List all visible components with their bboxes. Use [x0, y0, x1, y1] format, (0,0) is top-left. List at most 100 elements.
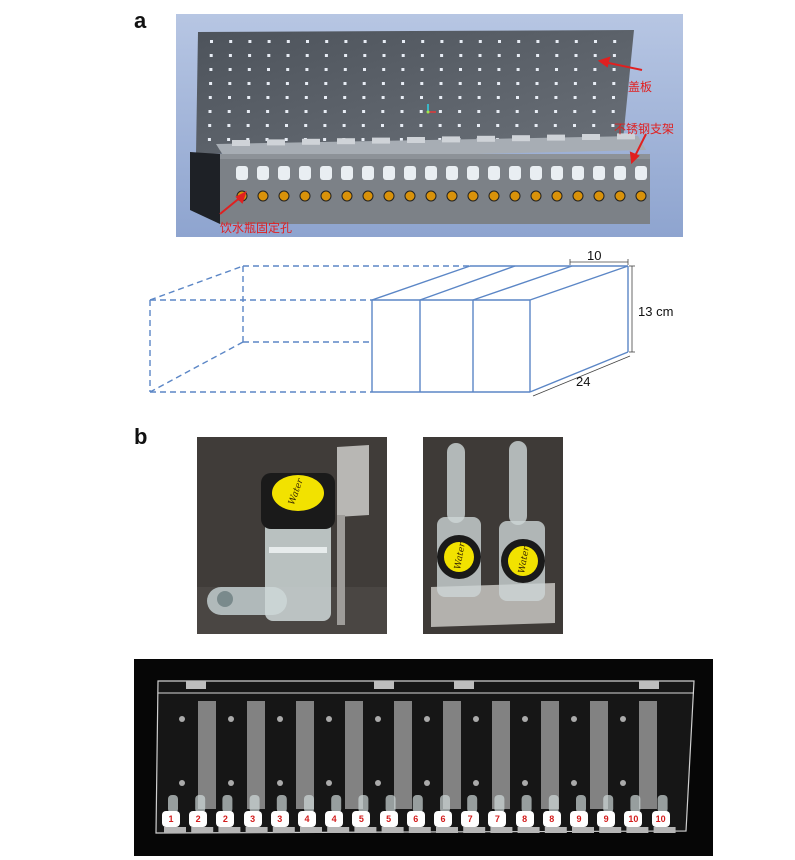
- cover-hole: [554, 96, 558, 99]
- cover-hole: [305, 68, 309, 71]
- cover-hole: [497, 82, 501, 85]
- cover-hole: [535, 68, 539, 71]
- cage-number-tag: 6: [406, 811, 425, 827]
- cover-hole: [246, 124, 250, 127]
- cover-hole: [439, 68, 443, 71]
- cover-hole: [496, 124, 500, 127]
- bottle-body: [265, 507, 331, 621]
- bottle-cap-3d: [236, 166, 248, 180]
- dimension-height: 13 cm: [638, 304, 674, 319]
- cover-hole: [593, 82, 597, 85]
- bottle-fixing-hole: [278, 190, 290, 202]
- cover-hole: [208, 124, 212, 127]
- cover-hole: [228, 68, 232, 71]
- cover-hole: [228, 82, 232, 85]
- bottle-cap-3d: [425, 166, 437, 180]
- cage-number-tag: 4: [325, 811, 344, 827]
- cover-hole: [593, 68, 597, 71]
- bottle-fixing-hole: [446, 190, 458, 202]
- cover-hole: [305, 54, 309, 57]
- bottle-photo-right-drawing: [423, 437, 563, 634]
- cage-number-tag: 3: [270, 811, 289, 827]
- cover-hole: [209, 82, 213, 85]
- cover-hole: [534, 110, 538, 113]
- cover-hole: [247, 82, 251, 85]
- cover-hole: [477, 124, 480, 127]
- cover-hole: [459, 68, 462, 71]
- cover-hole: [343, 68, 347, 71]
- cover-hole: [458, 96, 462, 99]
- cover-hole: [344, 40, 348, 43]
- cover-hole: [343, 82, 347, 85]
- cage-dividers: [179, 701, 657, 809]
- cover-hole: [209, 54, 213, 57]
- frame-tab: [617, 133, 635, 140]
- cover-hole: [477, 110, 481, 113]
- dimension-lines: [532, 259, 635, 397]
- bottle-cap-3d: [572, 166, 584, 180]
- cover-hole: [266, 96, 270, 99]
- cover-hole: [304, 124, 308, 127]
- cover-hole: [516, 82, 520, 85]
- bottle-fixing-hole: [341, 190, 353, 202]
- bottle-fixing-hole: [509, 190, 521, 202]
- bottle-fixing-hole: [320, 190, 332, 202]
- cover-hole: [612, 68, 616, 71]
- bottle-cap-3d: [593, 166, 605, 180]
- bottle-fixing-hole: [425, 190, 437, 202]
- cover-hole: [478, 68, 482, 71]
- cage-number-tag: 9: [597, 811, 616, 827]
- bottle-holes: [236, 190, 647, 202]
- cover-hole: [265, 124, 269, 127]
- cover-hole: [382, 54, 386, 57]
- bottle-right-tube: [509, 441, 527, 525]
- bottle-caps: [236, 166, 647, 180]
- bottle-cap-3d: [509, 166, 521, 180]
- bottle-fixing-hole: [467, 190, 479, 202]
- cover-hole: [555, 40, 559, 43]
- cover-hole: [438, 110, 442, 113]
- panel-letter-b: b: [134, 424, 148, 449]
- hinge: [639, 681, 659, 689]
- cage-bottle: [603, 795, 614, 813]
- schematic-drawing: [149, 259, 635, 397]
- cover-hole: [612, 96, 615, 99]
- cover-hole: [343, 96, 347, 99]
- cover-board: [196, 30, 634, 154]
- cover-hole: [324, 68, 328, 71]
- cover-hole: [266, 82, 270, 85]
- cover-hole: [246, 138, 250, 141]
- cage-number-tag: 5: [352, 811, 371, 827]
- cage-divider: [639, 701, 657, 809]
- cover-hole: [361, 138, 365, 141]
- cage-bottle: [467, 795, 478, 813]
- cage-bottle: [331, 795, 342, 813]
- cover-hole: [573, 124, 576, 127]
- cover-hole: [573, 110, 577, 113]
- cover-hole: [286, 54, 290, 57]
- cover-hole: [498, 40, 501, 43]
- cage-number-tag: 7: [461, 811, 480, 827]
- frame-tab: [512, 135, 530, 142]
- cover-hole: [458, 82, 462, 85]
- cover-hole: [592, 110, 596, 113]
- cover-hole: [363, 68, 366, 71]
- cover-hole: [285, 96, 289, 99]
- cover-hole: [497, 54, 501, 57]
- acrylic-box: [155, 680, 695, 834]
- cage-number-tag: 8: [542, 811, 561, 827]
- bottle-fixing-hole: [299, 190, 311, 202]
- schematic-dashed-extension: [149, 265, 470, 393]
- label-bottle-hole: 饮水瓶固定孔: [220, 221, 293, 235]
- bottle-cap-3d: [530, 166, 542, 180]
- cage-number-tag: 9: [570, 811, 588, 827]
- cover-hole: [362, 82, 366, 85]
- cover-hole: [208, 110, 212, 113]
- cage-bottle: [521, 795, 532, 813]
- panel-letter-a: a: [134, 8, 147, 33]
- cover-hole: [304, 110, 308, 113]
- cover-hole: [517, 40, 521, 43]
- cover-hole: [342, 124, 346, 127]
- cover-hole: [420, 82, 424, 85]
- bottle-cap-3d: [404, 166, 416, 180]
